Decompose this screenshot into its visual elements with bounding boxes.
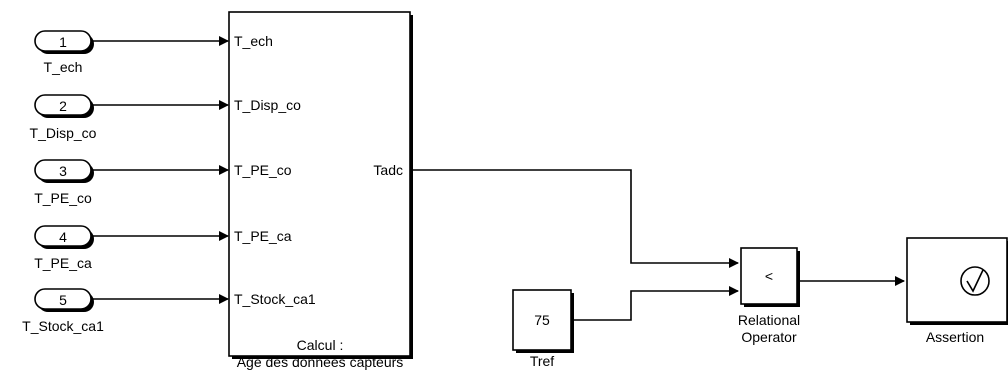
signal-line-tref — [571, 286, 739, 321]
inport-2[interactable]: 2 T_Disp_co — [30, 94, 97, 141]
constant-label: Tref — [530, 353, 554, 369]
subsystem-input-t-pe-ca: T_PE_ca — [234, 228, 292, 244]
inport-1-number: 1 — [59, 34, 67, 50]
subsystem-input-t-ech: T_ech — [234, 33, 273, 49]
constant-value: 75 — [534, 312, 550, 328]
signal-line-tadc — [410, 169, 739, 268]
inport-3-number: 3 — [59, 163, 67, 179]
assertion-label: Assertion — [926, 329, 984, 345]
subsystem-input-t-stock-ca1: T_Stock_ca1 — [234, 291, 316, 307]
subsystem-output-tadc: Tadc — [373, 162, 403, 178]
inport-5[interactable]: 5 T_Stock_ca1 — [22, 288, 104, 334]
subsystem-caption-line2: Age des données capteurs — [237, 354, 404, 370]
subsystem-caption-line1: Calcul : — [297, 337, 344, 353]
inport-4-label: T_PE_ca — [34, 255, 92, 271]
relational-operator-block[interactable]: < — [740, 247, 800, 307]
relational-label-line2: Operator — [741, 329, 797, 345]
inport-3[interactable]: 3 T_PE_co — [34, 159, 94, 206]
relational-operator-symbol: < — [765, 268, 773, 284]
subsystem-input-t-disp-co: T_Disp_co — [234, 97, 301, 113]
subsystem-calcul-block[interactable]: T_ech T_Disp_co T_PE_co T_PE_ca T_Stock_… — [228, 11, 413, 359]
inport-4-number: 4 — [59, 229, 67, 245]
inport-2-number: 2 — [59, 98, 67, 114]
inport-3-label: T_PE_co — [34, 190, 92, 206]
inport-2-label: T_Disp_co — [30, 125, 97, 141]
inport-1[interactable]: 1 T_ech — [34, 30, 94, 75]
inport-1-label: T_ech — [44, 59, 83, 75]
inport-4[interactable]: 4 T_PE_ca — [34, 225, 94, 271]
inport-5-number: 5 — [59, 292, 67, 308]
inport-5-label: T_Stock_ca1 — [22, 318, 104, 334]
assertion-block[interactable] — [906, 237, 1008, 325]
relational-label-line1: Relational — [738, 312, 800, 328]
constant-tref-block[interactable]: 75 — [512, 289, 574, 353]
subsystem-input-t-pe-co: T_PE_co — [234, 162, 292, 178]
checkmark-icon — [960, 266, 990, 296]
